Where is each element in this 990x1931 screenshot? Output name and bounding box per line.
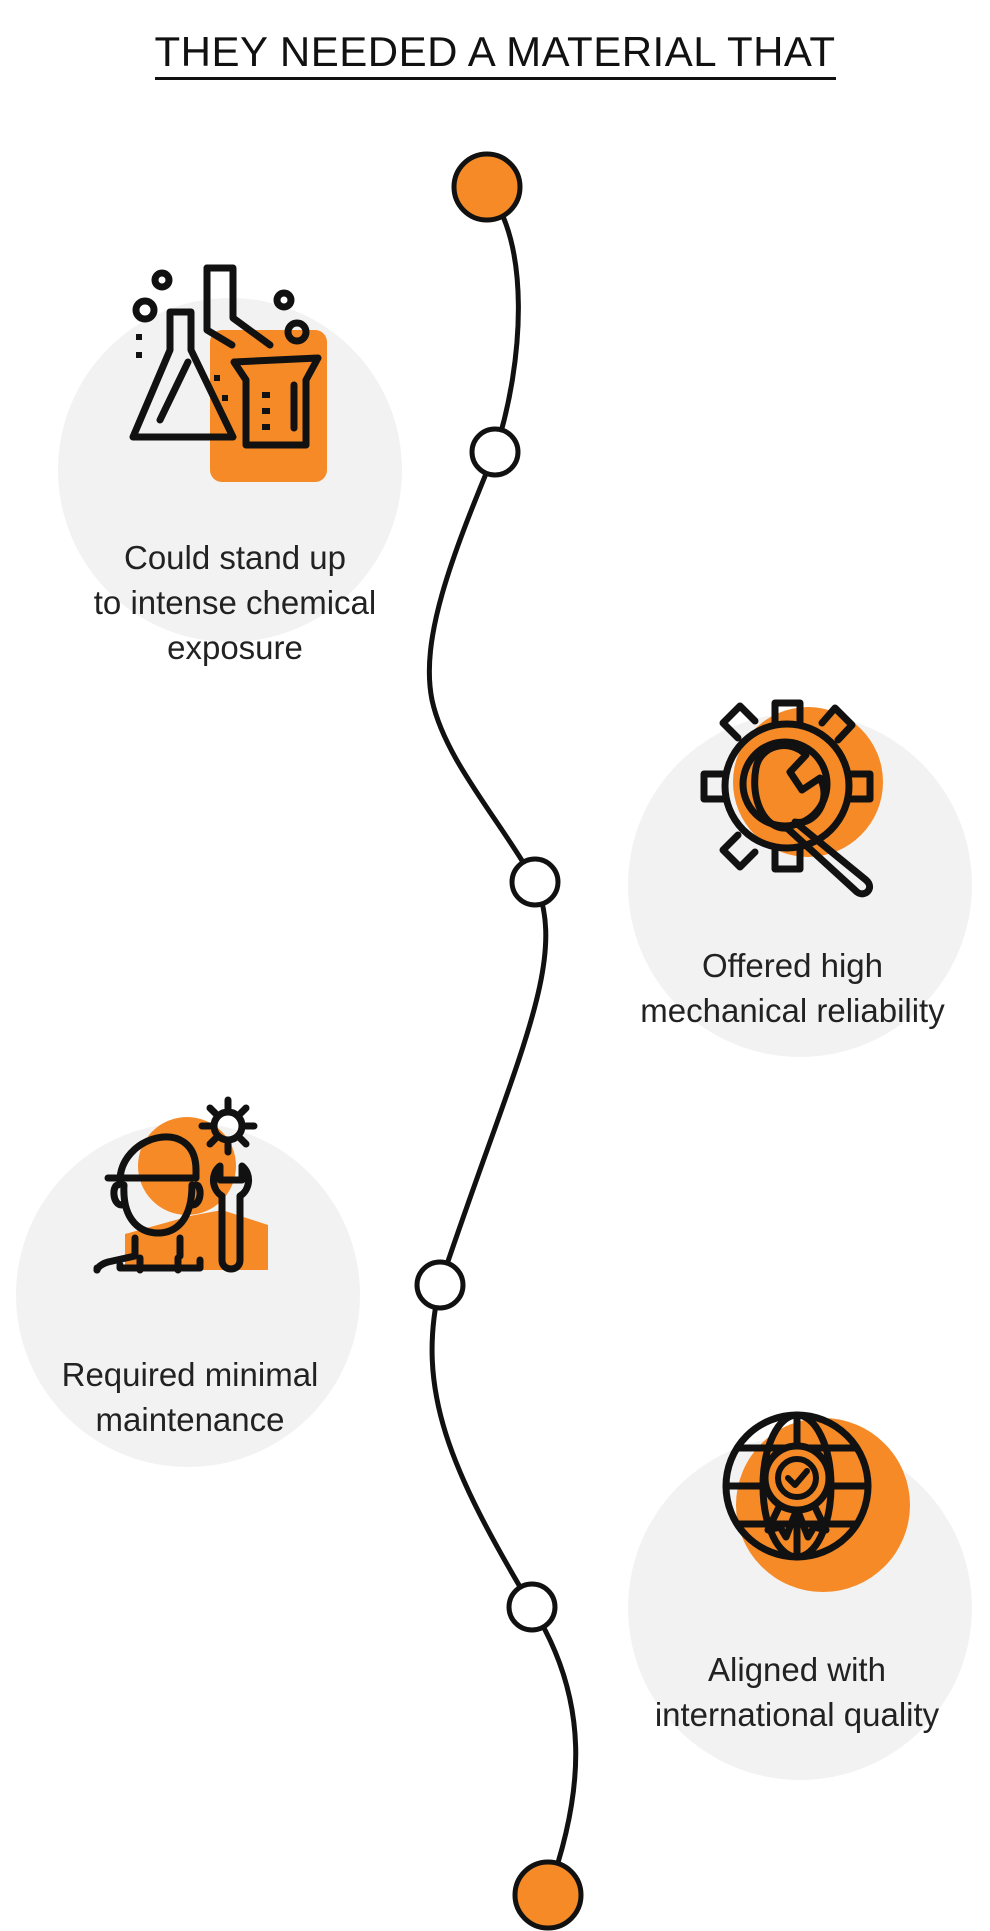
timeline-node-3 — [414, 1259, 466, 1311]
item-1-label: Could stand up to intense chemical expos… — [40, 535, 430, 670]
timeline-node-2 — [509, 856, 561, 908]
timeline-end-node — [512, 1859, 584, 1931]
chemistry-flasks-icon — [129, 264, 327, 482]
item-3-bg-circle — [16, 1123, 360, 1467]
item-3-label: Required minimal maintenance — [0, 1352, 380, 1442]
item-4-line-1: Aligned with — [708, 1651, 886, 1688]
item-2-label: Offered high mechanical reliability — [600, 943, 985, 1033]
item-2-line-2: mechanical reliability — [640, 992, 945, 1029]
item-2-line-1: Offered high — [701, 947, 884, 984]
gear-wrench-icon — [700, 699, 883, 898]
timeline-node-4 — [506, 1581, 558, 1633]
item-4-label: Aligned with international quality — [612, 1647, 982, 1737]
technician-icon — [93, 1096, 268, 1274]
item-1-line-1: Could stand up — [124, 539, 346, 576]
item-3-line-1: Required minimal — [61, 1356, 319, 1393]
globe-quality-badge-icon — [722, 1411, 910, 1592]
item-4-line-2: international quality — [654, 1696, 940, 1733]
page-title: THEY NEEDED A MATERIAL THAT — [0, 28, 990, 80]
title-text: THEY NEEDED A MATERIAL THAT — [154, 28, 836, 80]
item-1-line-3: exposure — [167, 629, 303, 666]
timeline-node-1 — [469, 426, 521, 478]
item-1-line-2: to intense chemical — [93, 584, 377, 621]
timeline-start-node — [451, 151, 523, 223]
item-3-line-2: maintenance — [95, 1401, 285, 1438]
